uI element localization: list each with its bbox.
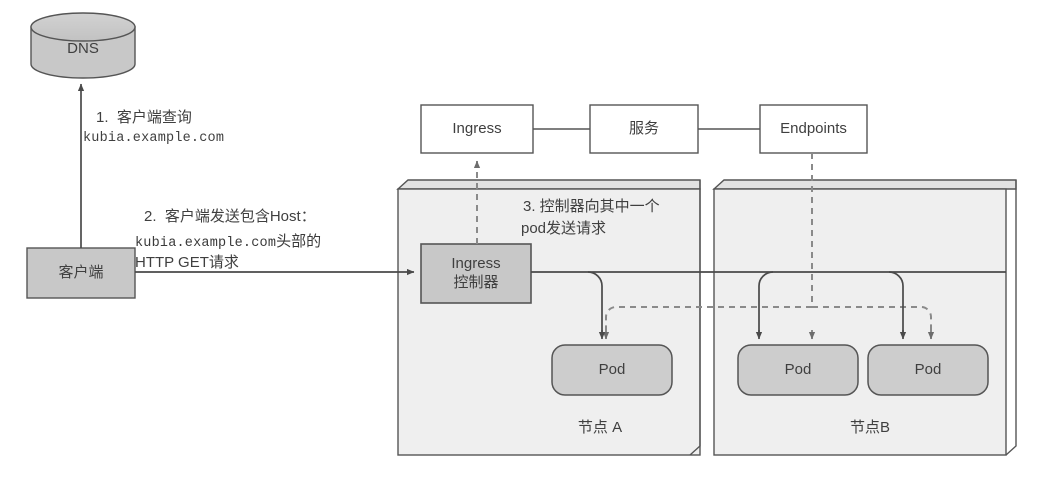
annotation-step3: 3. 控制器向其中一个 pod发送请求 xyxy=(521,197,660,237)
pod-b2-label: Pod xyxy=(914,360,942,378)
ingress-label: Ingress xyxy=(452,119,502,137)
pod-a1-label: Pod xyxy=(598,360,626,378)
ingress-shape xyxy=(420,104,534,154)
node-b-shape xyxy=(712,179,1017,456)
pod-a1-shape xyxy=(551,344,673,396)
annotation-step2-host-tail: 头部的 xyxy=(276,232,322,250)
annotation-step3-line1: 3. 控制器向其中一个 xyxy=(523,198,660,215)
client-label: 客户端 xyxy=(58,263,104,281)
node-a-shape xyxy=(396,179,701,456)
client-shape xyxy=(26,247,136,299)
annotation-step2-host: kubia.example.com xyxy=(135,235,277,251)
dns-shape xyxy=(30,12,136,79)
annotation-step2-line1: 2. 客户端发送包含Host： xyxy=(144,208,316,225)
solid-pod-arrowheads xyxy=(598,330,907,340)
annotation-step2: 2. 客户端发送包含Host： kubia.example.com头部的 HTT… xyxy=(135,207,330,271)
dns-label: DNS xyxy=(67,39,99,57)
dashed-endpoints-bus xyxy=(605,306,932,336)
pod-b1-shape xyxy=(737,344,859,396)
solid-controller-bus xyxy=(531,271,1006,336)
annotation-step2-line2-wrap: kubia.example.com头部的 xyxy=(135,230,321,251)
pod-b1-label: Pod xyxy=(784,360,812,378)
service-label: 服务 xyxy=(628,119,659,137)
node-b-label: 节点B xyxy=(849,418,890,436)
annotation-step1: 1. 客户端查询 kubia.example.com xyxy=(83,108,237,146)
annotation-step1-line1: 1. 客户端查询 xyxy=(96,109,192,126)
endpoints-label: Endpoints xyxy=(780,119,847,137)
pod-b2-shape xyxy=(867,344,989,396)
node-a-label: 节点 A xyxy=(577,418,623,436)
ingress-controller-label: Ingress 控制器 xyxy=(451,254,501,291)
annotation-step1-line2: kubia.example.com xyxy=(83,130,225,146)
dashed-endpoints-arrowheads xyxy=(602,330,935,340)
annotation-step3-line2: pod发送请求 xyxy=(521,219,607,237)
annotation-step2-line3: HTTP GET请求 xyxy=(135,253,239,271)
